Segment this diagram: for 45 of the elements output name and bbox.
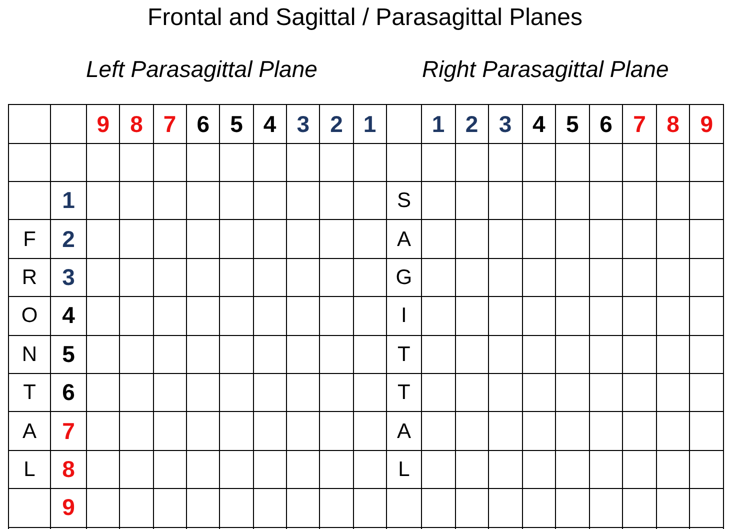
column-number-cell: 7 (623, 105, 657, 144)
plane-letter-cell: O (9, 297, 51, 336)
column-number-cell: 3 (286, 105, 320, 144)
row-number-cell: 4 (51, 297, 87, 336)
column-number-cell: 5 (220, 105, 254, 144)
row-number-cell: 6 (51, 374, 87, 412)
plane-letter-cell: R (9, 258, 51, 298)
row-number-cell: 9 (51, 489, 87, 528)
row-number-cell: 3 (51, 258, 87, 298)
row-number-cell: 1 (51, 182, 87, 220)
row-number-cell: 2 (51, 220, 87, 259)
column-number-cell: 8 (120, 105, 154, 144)
column-number-cell: 4 (522, 105, 556, 144)
plane-letter-cell: T (386, 374, 422, 412)
plane-letter-cell: G (386, 258, 422, 298)
column-number-cell: 9 (87, 105, 120, 144)
column-number-cell: 2 (320, 105, 354, 144)
column-number-cell: 3 (489, 105, 523, 144)
column-number-cell: 1 (354, 105, 387, 144)
plane-letter-cell: T (386, 336, 422, 374)
column-number-cell: 4 (254, 105, 287, 144)
plane-heading: Left Parasagittal Plane (86, 56, 318, 83)
plane-letter-cell: N (9, 336, 51, 374)
plane-letter-cell: T (9, 374, 51, 412)
plane-letter-cell: F (9, 220, 51, 259)
plane-heading: Right Parasagittal Plane (422, 56, 669, 83)
title: Frontal and Sagittal / Parasagittal Planes (146, 4, 584, 32)
column-number-cell: 1 (422, 105, 456, 144)
plane-letter-cell: A (9, 412, 51, 451)
column-number-cell: 9 (690, 105, 724, 144)
column-number-cell: 7 (154, 105, 187, 144)
row-number-cell: 5 (51, 336, 87, 374)
plane-letter-cell: L (386, 450, 422, 490)
row-number-cell: 7 (51, 412, 87, 451)
plane-letter-cell: L (9, 450, 51, 490)
column-number-cell: 8 (656, 105, 690, 144)
plane-letter-cell: I (386, 297, 422, 336)
plane-letter-cell: A (386, 412, 422, 451)
row-number-cell: 8 (51, 450, 87, 490)
column-number-cell: 6 (186, 105, 220, 144)
plane-letter-cell: S (386, 182, 422, 220)
column-number-cell: 2 (456, 105, 490, 144)
column-number-cell: 6 (590, 105, 624, 144)
plane-letter-cell: A (386, 220, 422, 259)
column-number-cell: 5 (556, 105, 590, 144)
